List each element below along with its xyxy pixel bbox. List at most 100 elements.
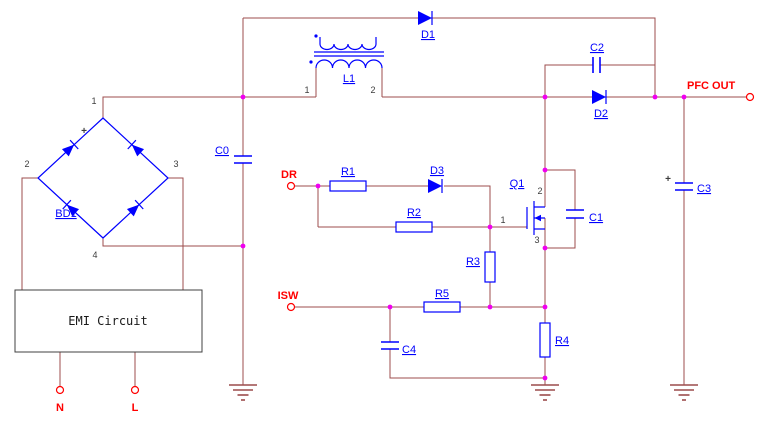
mosfet-q1: Q1 1 2 3 bbox=[500, 178, 545, 245]
mosfet-body-arrow bbox=[534, 214, 541, 222]
label-c4: C4 bbox=[402, 344, 416, 356]
label-bd1: BD1 bbox=[55, 208, 76, 220]
wire-c4-branch bbox=[389, 307, 545, 379]
inductor-main-winding bbox=[315, 59, 383, 69]
bridge-pin-4: 4 bbox=[92, 250, 97, 260]
junction-dot bbox=[387, 304, 393, 310]
label-c0: C0 bbox=[215, 145, 229, 157]
bridge-diode-icon bbox=[61, 139, 79, 157]
bridge-pin-1: 1 bbox=[91, 96, 96, 106]
diode-d1: D1 bbox=[418, 11, 435, 41]
ground-symbol bbox=[670, 384, 698, 401]
bridge-pin-2: 2 bbox=[24, 159, 29, 169]
capacitor-c3: + C3 bbox=[665, 174, 711, 195]
label-c3: C3 bbox=[697, 183, 711, 195]
terminal-circle-icon bbox=[286, 181, 296, 191]
terminal-circle-icon bbox=[130, 385, 140, 395]
label-d1: D1 bbox=[421, 29, 435, 41]
polarity-dot-icon bbox=[314, 34, 318, 38]
label-l1: L1 bbox=[343, 73, 355, 85]
l1-pin-2: 2 bbox=[370, 85, 375, 95]
junction-dot bbox=[487, 224, 493, 230]
label-c1: C1 bbox=[589, 212, 603, 224]
diode-bar bbox=[127, 139, 137, 150]
wire-dr-line bbox=[295, 185, 491, 227]
l1-pin-1: 1 bbox=[304, 85, 309, 95]
terminal-l: L bbox=[130, 385, 140, 414]
junction-dot bbox=[315, 183, 321, 189]
resistor-r3: R3 bbox=[466, 251, 496, 283]
terminal-circle-icon bbox=[55, 385, 65, 395]
q1-pin-source: 3 bbox=[534, 235, 539, 245]
capacitor-c0: C0 bbox=[215, 145, 252, 164]
bridge-pin-3: 3 bbox=[173, 159, 178, 169]
junction-dot bbox=[542, 94, 548, 100]
wire-c1-branch bbox=[545, 169, 576, 249]
resistor-body bbox=[395, 221, 433, 233]
junction-dot bbox=[542, 167, 548, 173]
diode-triangle bbox=[418, 11, 432, 25]
label-r3: R3 bbox=[466, 256, 480, 268]
ground-symbol bbox=[531, 384, 559, 401]
label-d3: D3 bbox=[430, 165, 444, 177]
q1-pin-drain: 2 bbox=[537, 186, 542, 196]
resistor-r4: R4 bbox=[539, 322, 569, 358]
resistor-body bbox=[329, 180, 367, 192]
capacitor-c4: C4 bbox=[381, 341, 416, 356]
diode-bar bbox=[62, 199, 72, 210]
inductor-aux-winding bbox=[319, 37, 377, 51]
inductor-core-lines bbox=[314, 51, 384, 57]
resistor-body bbox=[539, 322, 551, 358]
bridge-diode-icon bbox=[127, 139, 145, 157]
junction-dot bbox=[240, 94, 246, 100]
diode-bar bbox=[69, 139, 79, 150]
bridge-diamond bbox=[37, 117, 169, 239]
resistor-r5: R5 bbox=[423, 288, 461, 313]
bridge-diode-icon bbox=[126, 199, 144, 217]
net-label-isw: ISW bbox=[278, 290, 299, 302]
diode-d3: D3 bbox=[428, 165, 444, 193]
label-r4: R4 bbox=[555, 335, 569, 347]
terminal-isw: ISW bbox=[278, 290, 299, 312]
q1-pin-gate: 1 bbox=[500, 215, 505, 225]
emi-circuit-block: EMI Circuit bbox=[14, 289, 203, 353]
inductor-l1: L1 1 2 bbox=[304, 34, 384, 95]
bridge-plus-sign: + bbox=[81, 126, 87, 137]
label-c2: C2 bbox=[590, 42, 604, 54]
net-label-pfc-out: PFC OUT bbox=[687, 80, 736, 92]
wire-r2-gate-line bbox=[317, 186, 527, 228]
diode-bar bbox=[134, 199, 144, 210]
capacitor-c2: C2 bbox=[590, 42, 604, 73]
terminal-pfc-out: PFC OUT bbox=[687, 80, 755, 102]
polarity-dot-icon bbox=[309, 60, 313, 64]
ground-symbol bbox=[229, 384, 257, 401]
diode-d2: D2 bbox=[592, 90, 608, 120]
label-q1: Q1 bbox=[510, 178, 525, 190]
junction-dot bbox=[240, 243, 246, 249]
net-label-n: N bbox=[56, 402, 64, 414]
resistor-body bbox=[423, 301, 461, 313]
terminal-circle-icon bbox=[286, 302, 296, 312]
c3-plus-sign: + bbox=[665, 174, 671, 185]
junction-dot bbox=[652, 94, 658, 100]
junction-dot bbox=[542, 245, 548, 251]
capacitor-c1: C1 bbox=[566, 209, 603, 224]
wires bbox=[21, 17, 746, 386]
diode-triangle bbox=[66, 204, 80, 217]
wire-c2-branch bbox=[544, 64, 656, 97]
diode-triangle bbox=[131, 144, 145, 157]
terminal-circle-icon bbox=[745, 92, 755, 102]
label-r1: R1 bbox=[341, 166, 355, 178]
net-label-dr: DR bbox=[281, 169, 297, 181]
label-r5: R5 bbox=[435, 288, 449, 300]
junction-dot bbox=[487, 304, 493, 310]
resistor-r2: R2 bbox=[395, 207, 433, 233]
emi-label: EMI Circuit bbox=[68, 314, 147, 328]
emi-box bbox=[14, 289, 203, 353]
resistor-body bbox=[484, 251, 496, 283]
wire-bridge-stubs bbox=[21, 177, 243, 290]
terminal-n: N bbox=[55, 385, 65, 414]
terminal-dr: DR bbox=[281, 169, 297, 191]
